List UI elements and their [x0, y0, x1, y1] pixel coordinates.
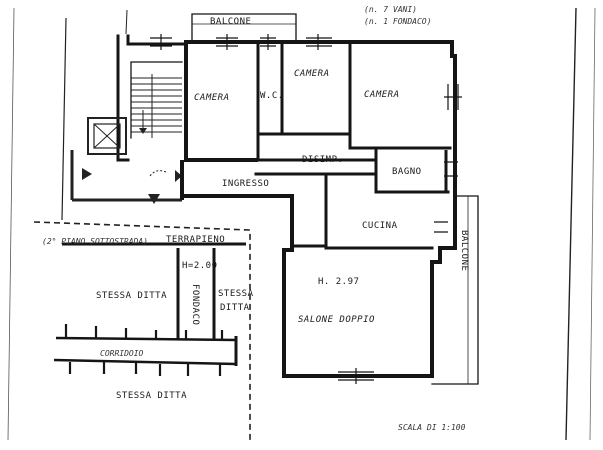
balcone-right [431, 195, 479, 385]
camera-mid-label: CAMERA [294, 69, 330, 79]
disimp-label: DISIMP. [302, 155, 343, 165]
window-marks [150, 34, 462, 384]
piano-label: (2° PIANO SOTTOSTRADA) [42, 237, 148, 246]
fondaco-label: FONDACO [190, 284, 200, 325]
corridoio-label: CORRIDOIO [100, 349, 144, 358]
apartment-walls [180, 40, 457, 378]
wc-label: W.C. [260, 91, 284, 101]
salone-label: SALONE DOPPIO [298, 315, 375, 325]
page-border-lines [7, 7, 596, 441]
stessa-ditta-3-label: STESSA DITTA [116, 391, 187, 401]
ingresso-label: INGRESSO [222, 179, 269, 189]
bagno-label: BAGNO [392, 167, 422, 177]
balcone-top-label: BALCONE [210, 17, 251, 27]
stessa-ditta-2-label: STESSA [218, 289, 254, 299]
fondaco-note: (n. 1 FONDACO) [364, 17, 431, 26]
camera-right-label: CAMERA [364, 90, 400, 100]
balcone-right-label: BALCONE [459, 230, 469, 271]
stairwell [70, 34, 188, 204]
lower-floor [33, 221, 251, 440]
stessa-ditta-1-label: STESSA DITTA [96, 291, 167, 301]
balcone-top [191, 13, 297, 43]
stessa-ditta-2b-label: DITTA [220, 303, 250, 313]
h2-label: H=2.00 [182, 261, 218, 271]
terrapieno-label: TERRAPIENO [166, 235, 225, 245]
labels: (n. 7 VANI) (n. 1 FONDACO) BALCONE CAMER… [42, 5, 469, 432]
vani-note: (n. 7 VANI) [364, 5, 417, 14]
cucina-label: CUCINA [362, 221, 398, 231]
scale-label: SCALA DI 1:100 [398, 423, 466, 432]
camera-left-label: CAMERA [194, 93, 230, 103]
salone-height-label: H. 2.97 [318, 277, 359, 287]
